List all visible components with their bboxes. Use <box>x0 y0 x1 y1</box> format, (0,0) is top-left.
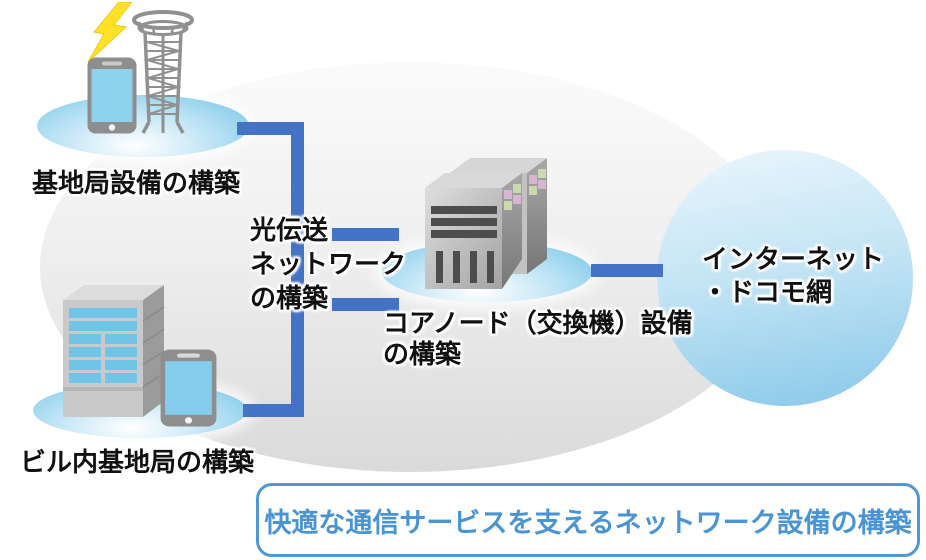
summary-banner-text: 快適な通信サービスを支えるネットワーク設備の構築 <box>264 507 912 538</box>
label-internet-line1: インターネット <box>702 244 885 274</box>
label-in-building: ビル内基地局の構築 <box>20 447 255 477</box>
radio-tower-icon <box>132 10 194 134</box>
label-internet-docomo: インターネット ・ドコモ網 <box>702 243 884 309</box>
label-optical-line2: ネットワーク <box>250 249 407 279</box>
smartphone-icon <box>87 57 137 134</box>
summary-banner: 快適な通信サービスを支えるネットワーク設備の構築 <box>256 483 920 557</box>
label-internet-line2: ・ドコモ網 <box>702 277 833 307</box>
smartphone-icon <box>160 349 217 427</box>
base-station-pad <box>37 95 249 157</box>
label-base-station: 基地局設備の構築 <box>32 168 241 198</box>
label-optical-line3: の構築 <box>250 283 329 313</box>
label-core-line1: コアノード（交換機）設備 <box>383 308 693 338</box>
label-core-node: コアノード（交換機）設備 の構築 <box>383 308 693 370</box>
label-core-line2: の構築 <box>383 339 462 369</box>
connector-basestations-trunk <box>237 122 304 417</box>
lightning-bolt-icon <box>87 2 133 63</box>
internet-docomo-cloud <box>657 150 913 406</box>
label-optical-line1: 光伝送 <box>250 215 329 245</box>
office-building-icon <box>63 285 165 417</box>
core-node-server-icon <box>425 158 547 289</box>
label-optical-network: 光伝送 ネットワーク の構築 <box>250 213 406 315</box>
